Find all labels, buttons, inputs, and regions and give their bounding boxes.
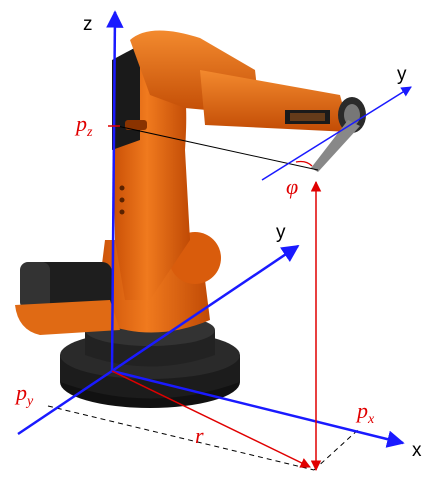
pz-projection-line: [116, 125, 319, 171]
y-axis-arrow: [111, 244, 300, 373]
z-axis-arrow: [106, 10, 124, 372]
px-label: px: [355, 398, 375, 427]
z-axis-label: z: [83, 14, 93, 35]
x-axis-arrow: [111, 369, 405, 448]
robot-motor-cap: [20, 262, 50, 310]
robot-tool: [311, 120, 360, 172]
r-vector-arrow: [111, 370, 311, 468]
phi-angle-arc: [295, 160, 313, 167]
robot-counterbalance: [15, 300, 120, 335]
pz-label: pz: [74, 111, 93, 140]
industrial-robot-illustration: [15, 30, 366, 408]
tool-y-axis-label: y: [397, 64, 407, 85]
dashed-line-py: [47, 405, 315, 471]
robot-brand-plate: [285, 110, 330, 124]
coordinate-axes: [17, 10, 412, 448]
robot-arm-motor-strip: [112, 45, 140, 150]
tool-y-axis-arrow: [261, 86, 412, 181]
y-axis-negative-line: [17, 369, 113, 436]
r-label: r: [195, 423, 204, 448]
phi-label: φ: [286, 174, 298, 199]
dashed-line-px: [313, 427, 361, 471]
x-axis-label: x: [412, 440, 422, 461]
py-label: py: [14, 380, 34, 409]
robot-arm-slot: [125, 120, 147, 130]
y-axis-label: y: [276, 222, 286, 243]
position-vectors: [108, 125, 322, 472]
